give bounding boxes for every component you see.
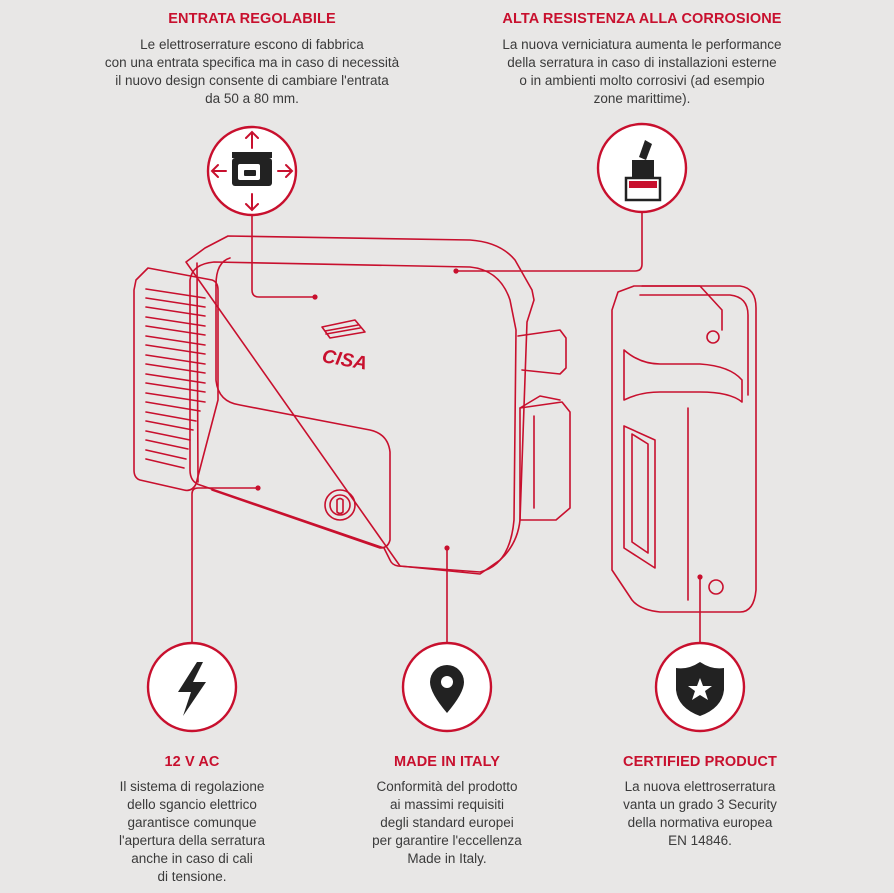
lightning-icon: [178, 662, 206, 716]
entrata-description: Le elettroserrature escono di fabbrica c…: [104, 37, 400, 106]
connector-entrata: [251, 214, 316, 298]
voltage-description: Il sistema di regolazione dello sgancio …: [119, 779, 265, 884]
corrosione-description: La nuova verniciatura aumenta le perform…: [502, 37, 782, 106]
map-pin-icon: [430, 665, 464, 713]
cisa-logo-text: CISA: [320, 346, 368, 375]
certified-description: La nuova elettroserratura vanta un grado…: [623, 779, 777, 848]
connector-corrosione: [455, 211, 643, 272]
voltage-title: 12 V AC: [164, 754, 220, 770]
paint-brush-icon: [624, 140, 662, 202]
italy-description: Conformità del prodotto ai massimi requi…: [372, 779, 522, 866]
shield-star-icon: [676, 662, 724, 716]
certified-title: CERTIFIED PRODUCT: [623, 754, 777, 770]
lock-grille-plate: [133, 267, 219, 492]
grille-slats: [145, 288, 206, 469]
entrata-title: ENTRATA REGOLABILE: [168, 11, 336, 27]
connector-voltage: [191, 487, 259, 643]
lock-back-plate: [185, 235, 535, 575]
dead-bolt: [519, 401, 571, 521]
italy-title: MADE IN ITALY: [393, 754, 501, 770]
strike-plate: [611, 285, 757, 613]
adjustable-entry-icon: [210, 130, 294, 212]
latch-bolt: [517, 329, 567, 375]
cisa-logo-mark: [321, 319, 366, 339]
corrosione-title: ALTA RESISTENZA ALLA CORROSIONE: [502, 11, 782, 27]
lock-front-body: [189, 261, 517, 573]
lock-inner-panel: [211, 284, 391, 549]
key-cylinder: [324, 489, 356, 521]
